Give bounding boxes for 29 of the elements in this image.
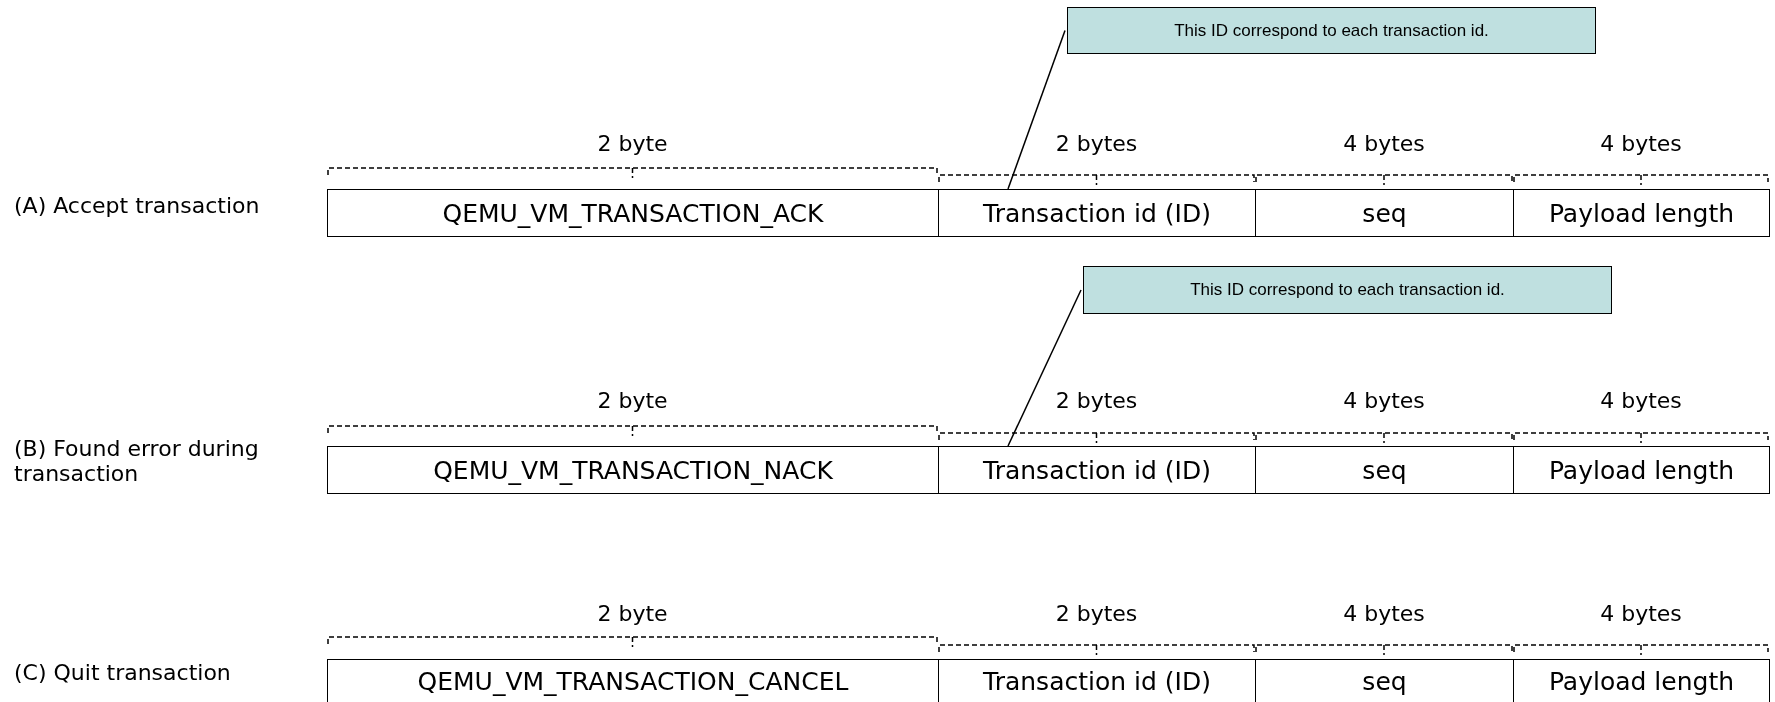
dimension-label: 2 bytes [1054, 388, 1139, 413]
dimension-label: 4 bytes [1599, 388, 1683, 413]
dimension-label: 2 byte [596, 131, 669, 156]
field-cell: seq [1255, 446, 1514, 494]
field-cell: Transaction id (ID) [938, 446, 1256, 494]
dimension-label: 2 byte [596, 601, 669, 626]
row-label: (C) Quit transaction [14, 660, 232, 685]
callout-box: This ID correspond to each transaction id. [1083, 266, 1612, 314]
dimension-label: 2 bytes [1054, 601, 1139, 626]
dimension-label: 4 bytes [1342, 388, 1426, 413]
dimension-label: 2 bytes [1054, 131, 1139, 156]
field-cell: Payload length [1513, 446, 1770, 494]
field-cell: Payload length [1513, 659, 1770, 702]
field-cell: Transaction id (ID) [938, 189, 1256, 237]
leader-line [1007, 29, 1066, 190]
row-label: (A) Accept transaction [14, 193, 261, 218]
callout-box: This ID correspond to each transaction id. [1067, 7, 1596, 54]
dimension-label: 4 bytes [1599, 131, 1683, 156]
dimension-label: 2 byte [596, 388, 669, 413]
leader-line [1007, 289, 1082, 447]
field-cell: seq [1255, 189, 1514, 237]
dimension-label: 4 bytes [1342, 601, 1426, 626]
row-label: (B) Found error during transaction [14, 436, 260, 486]
dimension-label: 4 bytes [1599, 601, 1683, 626]
field-cell: Payload length [1513, 189, 1770, 237]
field-cell: QEMU_VM_TRANSACTION_ACK [327, 189, 939, 237]
field-cell: QEMU_VM_TRANSACTION_NACK [327, 446, 939, 494]
field-cell: QEMU_VM_TRANSACTION_CANCEL [327, 659, 939, 702]
dimension-label: 4 bytes [1342, 131, 1426, 156]
